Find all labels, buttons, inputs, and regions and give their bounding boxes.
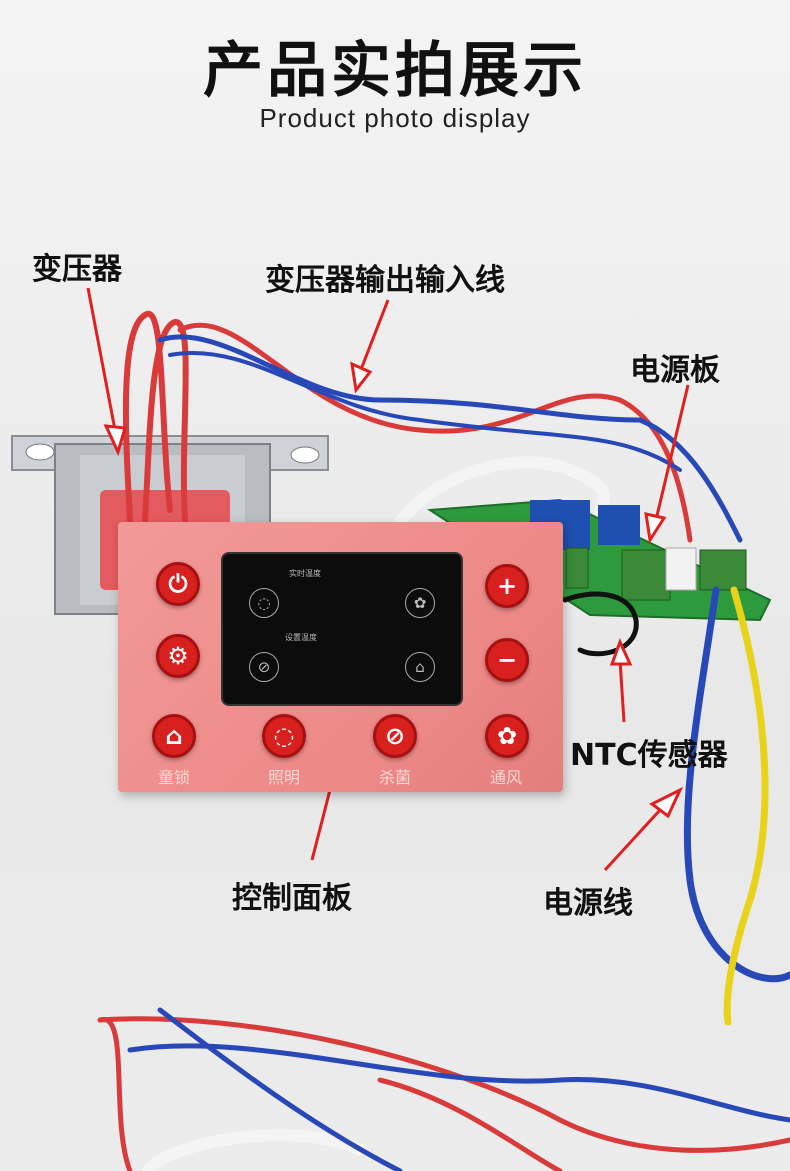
sterilize-icon: ⊘: [249, 652, 279, 682]
wires: [97, 310, 790, 1171]
sterilize-icon: ⊘: [384, 722, 406, 750]
lock-icon: ⌂: [165, 722, 183, 750]
settings-button[interactable]: ⚙: [156, 634, 200, 678]
settings-icon: ⚙: [167, 642, 189, 670]
callout-power-cord: 电源线: [543, 886, 633, 921]
lighting-button[interactable]: ◌: [262, 714, 306, 758]
minus-icon: −: [496, 646, 518, 674]
panel-display: 实时温度 设置温度 ◌ ✿ ⊘ ⌂: [221, 552, 463, 706]
bulb-icon: ◌: [249, 588, 279, 618]
sterilize-caption: 杀菌: [379, 768, 412, 787]
power-icon: ⏻: [168, 570, 188, 598]
plus-button[interactable]: +: [485, 564, 529, 608]
callout-control-panel: 控制面板: [232, 881, 352, 916]
callout-power-board: 电源板: [630, 353, 720, 388]
sterilize-button[interactable]: ⊘: [373, 714, 417, 758]
callout-transformer: 变压器: [32, 252, 122, 287]
child-lock-button[interactable]: ⌂: [152, 714, 196, 758]
ventilation-caption: 通风: [490, 768, 523, 787]
fan-icon: ✿: [496, 722, 518, 750]
lighting-caption: 照明: [268, 768, 301, 787]
page-subtitle: Product photo display: [259, 103, 531, 133]
control-panel: 实时温度 设置温度 ◌ ✿ ⊘ ⌂ ⏻ ⚙ + − ⌂ ◌ ⊘ ✿ 童锁 照明 …: [118, 522, 563, 792]
ventilation-button[interactable]: ✿: [485, 714, 529, 758]
bulb-icon: ◌: [273, 722, 295, 750]
ribbon-cable: [142, 456, 610, 1171]
fan-icon: ✿: [405, 588, 435, 618]
set-temp-label: 设置温度: [285, 633, 317, 642]
power-button[interactable]: ⏻: [156, 562, 200, 606]
realtime-temp-label: 实时温度: [289, 569, 321, 578]
callout-ntc-sensor: NTC传感器: [570, 738, 728, 773]
minus-button[interactable]: −: [485, 638, 529, 682]
callout-transformer-wires: 变压器输出输入线: [265, 263, 505, 298]
child-lock-caption: 童锁: [158, 768, 191, 787]
lock-icon: ⌂: [405, 652, 435, 682]
page-title: 产品实拍展示: [203, 36, 587, 106]
plus-icon: +: [496, 572, 518, 600]
